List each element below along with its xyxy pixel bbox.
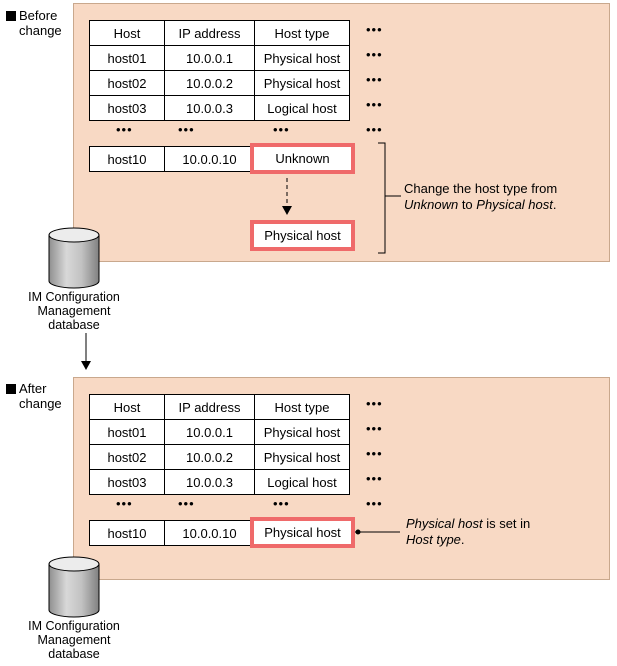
section-label-before: Before change [19, 8, 62, 38]
before-ellipsis-corner: ••• [366, 122, 383, 137]
before-note-line1: Change the host type from [404, 181, 558, 196]
after-note: Physical host is set in Host type. [406, 516, 530, 548]
section-marker-before [6, 11, 16, 21]
before-target-host: host10 [89, 146, 165, 172]
before-row3-hosttype: Logical host [254, 95, 350, 121]
after-ellipsis-row2: ••• [366, 446, 383, 461]
before-row2-host: host02 [89, 70, 165, 96]
before-note-line2: Unknown to Physical host. [404, 197, 557, 212]
after-ellipsis-row3: ••• [366, 471, 383, 486]
before-header-hosttype: Host type [254, 20, 350, 46]
after-row1-hosttype: Physical host [254, 419, 350, 445]
before-ellipsis-row2: ••• [366, 72, 383, 87]
database-icon-after [48, 556, 100, 618]
after-ellipsis-corner: ••• [366, 496, 383, 511]
before-row1-host: host01 [89, 45, 165, 71]
after-ellipsis-header: ••• [366, 396, 383, 411]
after-header-host: Host [89, 394, 165, 420]
database-icon [48, 227, 100, 289]
after-note-line1: Physical host is set in [406, 516, 531, 531]
after-row3-hosttype: Logical host [254, 469, 350, 495]
section-label-after: After change [19, 381, 62, 411]
after-target-hosttype: Physical host [250, 517, 355, 548]
before-ellipsis-row1: ••• [366, 47, 383, 62]
after-target-host: host10 [89, 520, 165, 546]
before-row2-hosttype: Physical host [254, 70, 350, 96]
before-ellipsis-header: ••• [366, 22, 383, 37]
database-caption-after: IM Configuration Management database [28, 619, 120, 661]
before-row3-host: host03 [89, 95, 165, 121]
section-marker-after [6, 384, 16, 394]
after-row2-hosttype: Physical host [254, 444, 350, 470]
before-ellipsis-host: ••• [116, 122, 133, 137]
before-row1-hosttype: Physical host [254, 45, 350, 71]
database-caption: IM Configuration Management database [28, 290, 120, 332]
before-header-host: Host [89, 20, 165, 46]
after-row1-ip: 10.0.0.1 [164, 419, 255, 445]
after-row2-host: host02 [89, 444, 165, 470]
bracket [378, 142, 386, 254]
after-header-ip: IP address [164, 394, 255, 420]
after-ellipsis-host: ••• [116, 496, 133, 511]
before-ellipsis-row3: ••• [366, 97, 383, 112]
before-row1-ip: 10.0.0.1 [164, 45, 255, 71]
before-note: Change the host type from Unknown to Phy… [404, 181, 557, 213]
before-row3-ip: 10.0.0.3 [164, 95, 255, 121]
after-ellipsis-hosttype: ••• [273, 496, 290, 511]
after-row2-ip: 10.0.0.2 [164, 444, 255, 470]
dashed-arrow-head [282, 206, 292, 215]
after-note-line2: Host type. [406, 532, 465, 547]
before-ellipsis-ip: ••• [178, 122, 195, 137]
after-ellipsis-row1: ••• [366, 421, 383, 436]
after-row3-ip: 10.0.0.3 [164, 469, 255, 495]
before-new-value: Physical host [250, 220, 355, 251]
before-target-hosttype: Unknown [250, 143, 355, 174]
after-ellipsis-ip: ••• [178, 496, 195, 511]
before-ellipsis-hosttype: ••• [273, 122, 290, 137]
